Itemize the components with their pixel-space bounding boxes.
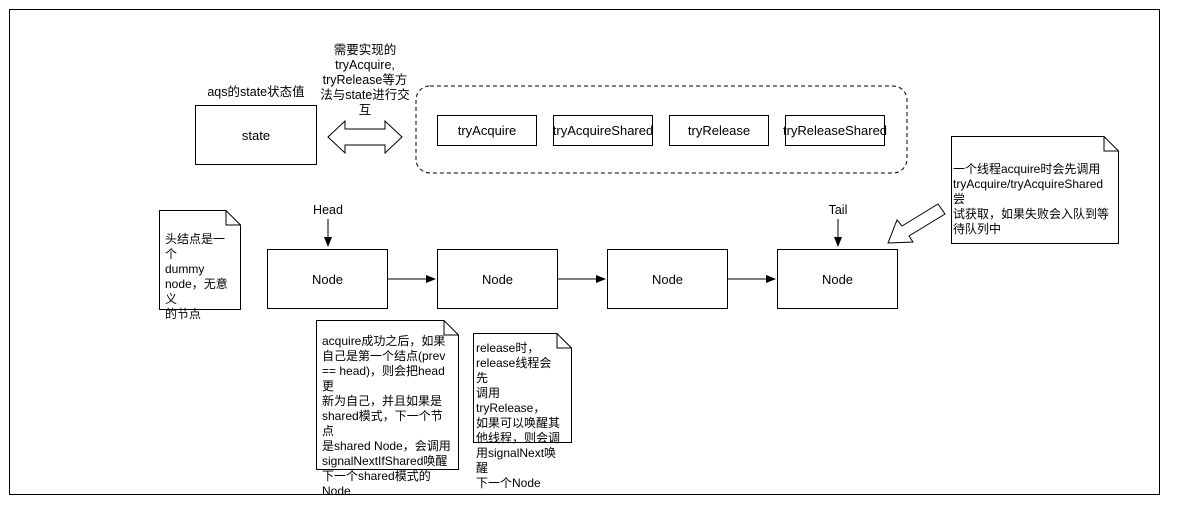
enqueue-arrow-icon xyxy=(887,203,946,244)
method-label: tryReleaseShared xyxy=(782,123,888,138)
node-label: Node xyxy=(651,271,684,287)
method-try-release[interactable]: tryRelease xyxy=(669,115,769,146)
note-frame xyxy=(473,333,572,443)
note-frame xyxy=(316,320,459,470)
state-caption: aqs的state状态值 xyxy=(207,85,305,99)
note-frame xyxy=(951,136,1119,244)
methods-group xyxy=(415,85,908,174)
acquire-note-text: acquire成功之后，如果 自己是第一个结点(prev == head)，则会… xyxy=(322,334,451,498)
enqueue-note[interactable]: 一个线程acquire时会先调用 tryAcquire/tryAcquireSh… xyxy=(951,136,1119,244)
diagram-frame xyxy=(9,9,1160,495)
method-try-acquire[interactable]: tryAcquire xyxy=(437,115,537,146)
double-arrow-icon xyxy=(327,119,403,155)
note-frame xyxy=(159,210,241,310)
state-box-label: state xyxy=(241,127,271,143)
method-try-acquire-shared[interactable]: tryAcquireShared xyxy=(553,115,653,146)
queue-node-2[interactable]: Node xyxy=(437,249,558,309)
node-label: Node xyxy=(821,271,854,287)
queue-node-3[interactable]: Node xyxy=(607,249,728,309)
method-label: tryAcquire xyxy=(457,123,517,138)
release-note[interactable]: release时， release线程会先 调用tryRelease， 如果可以… xyxy=(473,333,572,490)
node-label: Node xyxy=(481,271,514,287)
node-label: Node xyxy=(311,271,344,287)
state-box[interactable]: state xyxy=(195,105,317,165)
head-label: Head xyxy=(313,203,343,217)
queue-node-4[interactable]: Node xyxy=(777,249,898,309)
method-label: tryRelease xyxy=(687,123,751,138)
queue-node-1[interactable]: Node xyxy=(267,249,388,309)
release-note-text: release时， release线程会先 调用tryRelease， 如果可以… xyxy=(476,341,561,490)
method-try-release-shared[interactable]: tryReleaseShared xyxy=(782,115,888,146)
acquire-note[interactable]: acquire成功之后，如果 自己是第一个结点(prev == head)，则会… xyxy=(316,320,459,498)
tail-label: Tail xyxy=(828,203,848,217)
head-note-text: 头结点是一个 dummy node，无意义 的节点 xyxy=(165,232,228,321)
enqueue-note-text: 一个线程acquire时会先调用 tryAcquire/tryAcquireSh… xyxy=(953,162,1110,236)
method-label: tryAcquireShared xyxy=(552,123,654,138)
interaction-caption: 需要实现的 tryAcquire, tryRelease等方 法与state进行… xyxy=(320,43,410,117)
head-note[interactable]: 头结点是一个 dummy node，无意义 的节点 xyxy=(159,210,241,321)
